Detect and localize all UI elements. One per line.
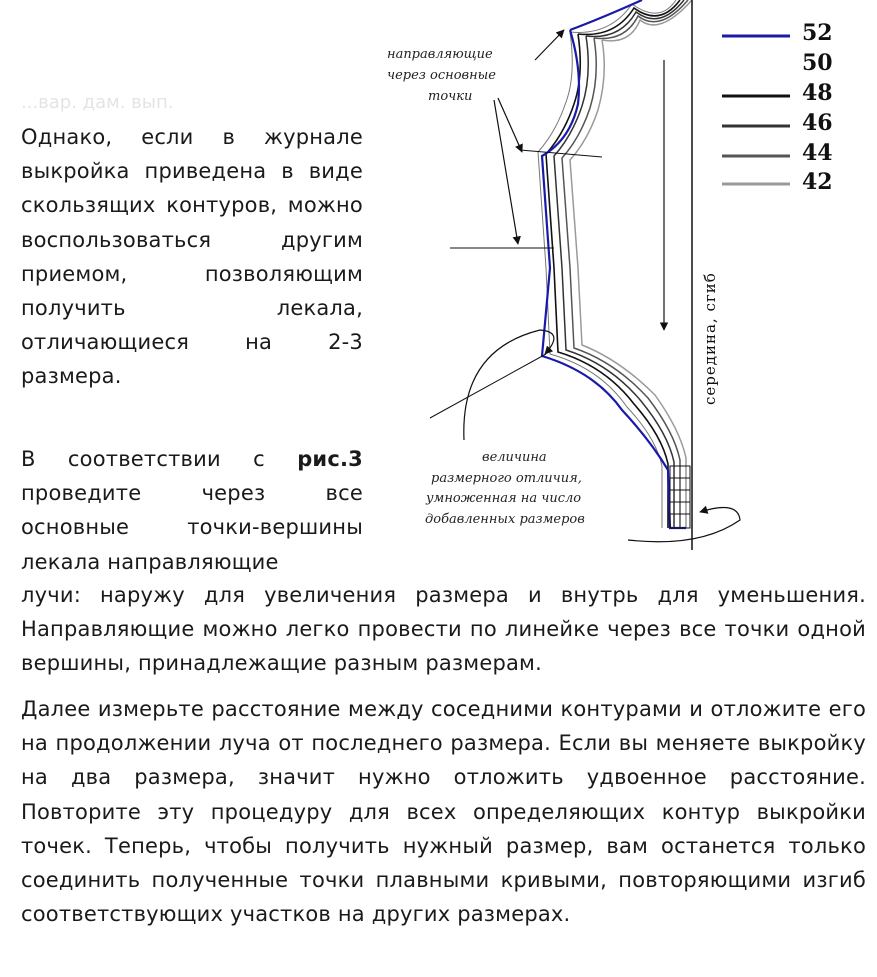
annotation-difference-line2: размерного отличия, bbox=[431, 471, 582, 486]
contour-42 bbox=[569, 0, 693, 528]
legend-size-48: 48 bbox=[802, 80, 833, 106]
legend-size-42: 42 bbox=[802, 169, 833, 195]
annotation-guides-line1: направляющие bbox=[387, 47, 493, 62]
paragraph-instruction-continuation: лучи: наружу для увеличения размера и вн… bbox=[21, 583, 866, 676]
legend-size-52: 52 bbox=[802, 20, 833, 46]
size-legend: 52 50 48 46 44 42 bbox=[722, 20, 833, 195]
size-contours bbox=[537, 0, 693, 530]
annotation-guides-line3: точки bbox=[428, 89, 472, 104]
contour-44 bbox=[561, 0, 689, 528]
contour-48 bbox=[545, 0, 681, 528]
faded-top-text: ...вар. дам. вып. bbox=[21, 92, 174, 113]
annotation-difference-line4: добавленных размеров bbox=[425, 512, 585, 527]
grading-steps bbox=[669, 465, 691, 529]
annotation-difference-line1: величина bbox=[482, 450, 547, 465]
paragraph-procedure: Далее измерьте расстояние между соседним… bbox=[21, 697, 866, 927]
pattern-grading-figure: направляющие через основные точки величи… bbox=[387, 0, 833, 550]
paragraph-instruction: В соответствии с рис.3 проведите через в… bbox=[21, 442, 363, 579]
figure-reference: рис.3 bbox=[297, 447, 363, 471]
legend-size-44: 44 bbox=[802, 140, 833, 166]
paragraph-instruction-rest: проведите через все основные точки-верши… bbox=[21, 481, 363, 574]
annotation-difference-line3: умноженная на число bbox=[425, 491, 581, 506]
paragraph-instruction-start: В соответствии с bbox=[21, 447, 298, 471]
fold-label: середина, сгиб bbox=[701, 272, 719, 405]
guide-rays bbox=[429, 149, 603, 419]
paragraph-intro: Однако, если в журнале выкройка приведен… bbox=[21, 125, 363, 389]
annotation-guides-line2: через основные bbox=[387, 68, 496, 83]
contour-46 bbox=[553, 0, 685, 528]
annotation-arrows bbox=[463, 29, 741, 543]
legend-size-46: 46 bbox=[802, 110, 833, 136]
legend-size-50: 50 bbox=[802, 50, 833, 76]
